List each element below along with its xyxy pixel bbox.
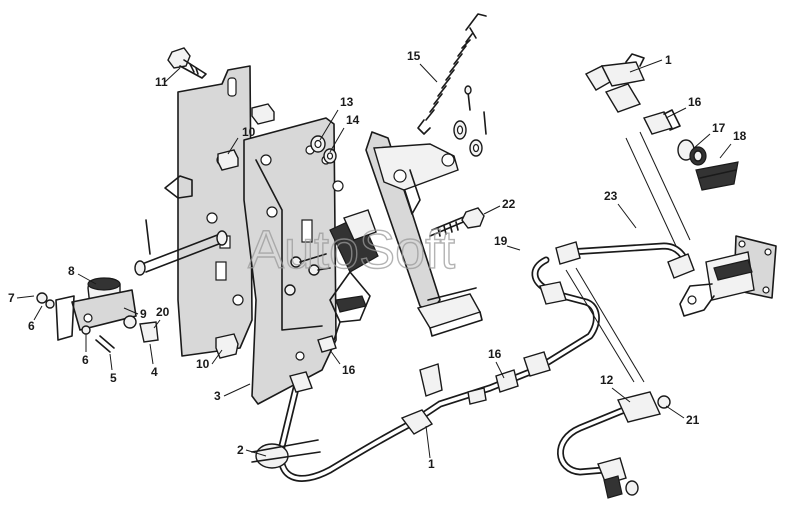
callout-number-c5: 5 xyxy=(110,371,117,385)
callout-number-c16b: 16 xyxy=(342,363,356,377)
callout-leader-c16c xyxy=(495,361,505,379)
callout-leader-c19 xyxy=(506,245,521,251)
callout-number-c8: 8 xyxy=(68,264,75,278)
callout-number-c3: 3 xyxy=(214,389,221,403)
callout-leader-c4 xyxy=(149,343,154,365)
clutch-slave-cylinder xyxy=(679,235,777,317)
callout-leader-c3 xyxy=(223,383,251,397)
callout-leader-c11a xyxy=(164,67,181,83)
callout-leader-c17 xyxy=(693,133,711,149)
spacer-bushings xyxy=(215,103,275,359)
callout-leader-c22 xyxy=(483,205,501,215)
callout-number-c1b: 1 xyxy=(428,457,435,471)
callout-leader-c20 xyxy=(153,319,161,329)
clevis-pins-and-washers xyxy=(453,85,487,157)
callout-number-c6b: 6 xyxy=(82,353,89,367)
callout-number-c16c: 16 xyxy=(488,347,502,361)
part-callouts: 11 15 1 10 13 14 16 17 18 23 22 19 8 7 9 20 6 6 5 4 10 3 16 16 1… xyxy=(8,49,747,471)
callout-number-c19: 19 xyxy=(494,234,508,248)
callout-leader-c1b xyxy=(425,425,431,459)
callout-leader-c10b xyxy=(211,349,223,365)
callout-number-c6a: 6 xyxy=(28,319,35,333)
callout-leader-c10a xyxy=(227,137,239,155)
assembly-reference-lines xyxy=(565,131,691,383)
callout-number-c22: 22 xyxy=(502,197,516,211)
rear-mounting-plate xyxy=(164,65,253,357)
callout-leader-c16a xyxy=(665,107,687,119)
callout-leader-c2 xyxy=(245,449,267,457)
callout-leader-c21 xyxy=(665,405,685,419)
callout-number-c2: 2 xyxy=(237,443,244,457)
callout-number-c20: 20 xyxy=(156,305,170,319)
pivot-washers xyxy=(310,135,337,164)
pedal-return-spring xyxy=(417,13,487,135)
bleeder-valve-fittings xyxy=(584,53,739,191)
callout-number-c10b: 10 xyxy=(196,357,210,371)
clutch-master-cylinder xyxy=(284,209,379,353)
pipe-fittings-and-clips xyxy=(251,241,695,499)
callout-number-c12: 12 xyxy=(600,373,614,387)
fluid-reservoir-assembly xyxy=(36,277,159,353)
callout-leader-c9 xyxy=(123,307,139,315)
callout-number-c15: 15 xyxy=(407,49,421,63)
callout-number-c7: 7 xyxy=(8,291,15,305)
callout-number-c4: 4 xyxy=(151,365,158,379)
callout-leader-c5 xyxy=(109,353,113,371)
callout-number-c11a: 11 xyxy=(155,75,168,89)
callout-leader-c7 xyxy=(16,295,35,299)
pedal-pivot-shaft xyxy=(134,219,228,276)
callout-number-c18: 18 xyxy=(733,129,747,143)
callout-leader-c8 xyxy=(77,273,97,285)
callout-number-c23: 23 xyxy=(604,189,618,203)
clutch-pedal-lever xyxy=(365,131,483,337)
callout-number-c9: 9 xyxy=(140,307,147,321)
callout-leader-c6a xyxy=(33,305,43,321)
callout-number-c14: 14 xyxy=(346,113,360,127)
pedal-stop-bolt xyxy=(429,207,485,237)
callout-leader-c15 xyxy=(419,63,438,83)
callout-number-c16a: 16 xyxy=(688,95,702,109)
callout-leader-c23 xyxy=(617,203,637,229)
callout-leader-c12 xyxy=(611,387,631,403)
callout-number-c1a: 1 xyxy=(665,53,672,67)
callout-number-c17: 17 xyxy=(712,121,726,135)
watermark-text: AutoSoft xyxy=(248,220,455,280)
callout-number-c21: 21 xyxy=(686,413,700,427)
front-bracket-plate xyxy=(243,117,344,405)
callout-leader-c13 xyxy=(319,109,339,141)
callout-number-c13: 13 xyxy=(340,95,354,109)
callout-leader-c18 xyxy=(719,143,732,159)
mounting-bolt xyxy=(167,47,207,79)
callout-leader-c1a xyxy=(629,59,663,73)
callout-leader-c14 xyxy=(329,127,345,153)
callout-leader-c16b xyxy=(329,349,341,365)
callout-number-c10a: 10 xyxy=(242,125,256,139)
